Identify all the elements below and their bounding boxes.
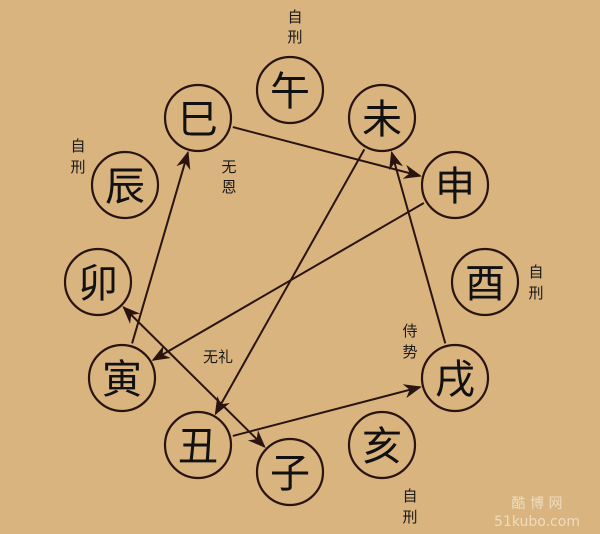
label-shishi-1: 侍 bbox=[402, 322, 417, 340]
node-char: 亥 bbox=[362, 424, 402, 470]
label-hai-self-1: 自 bbox=[402, 487, 417, 505]
node-wei: 未 bbox=[347, 83, 417, 153]
node-circle bbox=[255, 437, 325, 507]
label-chen-self-2: 刑 bbox=[70, 158, 85, 176]
node-char: 戌 bbox=[435, 357, 475, 403]
node-circle bbox=[347, 410, 417, 480]
label-wu-self-2: 刑 bbox=[287, 28, 302, 46]
node-circle bbox=[420, 150, 490, 220]
node-hai: 亥 bbox=[347, 410, 417, 480]
node-circle bbox=[347, 83, 417, 153]
watermark-line2: 51kubo.com bbox=[494, 514, 580, 530]
node-circle bbox=[87, 343, 157, 413]
node-char: 卯 bbox=[78, 261, 118, 307]
node-si: 巳 bbox=[163, 83, 233, 153]
node-char: 丑 bbox=[178, 424, 218, 470]
node-circle bbox=[163, 410, 233, 480]
node-wu: 午 bbox=[255, 55, 325, 125]
label-you-self-2: 刑 bbox=[528, 284, 543, 302]
node-circle bbox=[90, 150, 160, 220]
node-chou: 丑 bbox=[163, 410, 233, 480]
node-char: 子 bbox=[270, 451, 310, 497]
node-char: 申 bbox=[435, 164, 475, 210]
label-wuen-1: 无 bbox=[221, 158, 236, 176]
node-char: 酉 bbox=[465, 261, 505, 307]
node-yin: 寅 bbox=[87, 343, 157, 413]
node-char: 巳 bbox=[178, 97, 218, 143]
label-wu-self-1: 自 bbox=[287, 8, 302, 26]
label-hai-self-2: 刑 bbox=[402, 508, 417, 526]
node-shen: 申 bbox=[420, 150, 490, 220]
node-char: 午 bbox=[270, 69, 310, 115]
node-char: 寅 bbox=[102, 357, 142, 403]
node-you: 酉 bbox=[450, 247, 520, 317]
node-circle bbox=[420, 343, 490, 413]
node-mao: 卯 bbox=[63, 247, 133, 317]
arrow-申-寅 bbox=[151, 202, 425, 361]
label-shishi-2: 势 bbox=[402, 343, 417, 361]
arrow-戌-未 bbox=[389, 150, 447, 344]
node-circle bbox=[163, 83, 233, 153]
arrow-未-丑 bbox=[214, 148, 366, 416]
node-xu: 戌 bbox=[420, 343, 490, 413]
node-chen: 辰 bbox=[90, 150, 160, 220]
node-circle bbox=[255, 55, 325, 125]
arrow-巳-申 bbox=[232, 126, 422, 179]
node-circle bbox=[450, 247, 520, 317]
watermark-line1: 酷 博 网 bbox=[512, 495, 563, 512]
node-zi: 子 bbox=[255, 437, 325, 507]
label-you-self-1: 自 bbox=[528, 263, 543, 281]
node-char: 辰 bbox=[105, 164, 145, 210]
node-circle bbox=[63, 247, 133, 317]
label-wuen-2: 恩 bbox=[221, 178, 236, 196]
arrow-子-卯 bbox=[122, 306, 266, 448]
label-chen-self-1: 自 bbox=[70, 137, 85, 155]
label-wuli: 无礼 bbox=[203, 348, 233, 366]
node-char: 未 bbox=[362, 97, 402, 143]
